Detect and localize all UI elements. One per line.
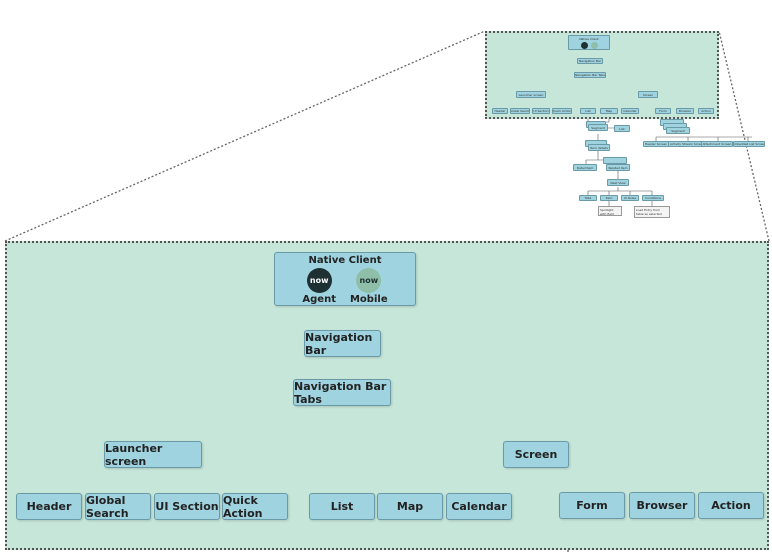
- native-client-title: Native Client: [308, 255, 382, 266]
- form-node: Form: [559, 492, 625, 519]
- agent-logo-icon: now: [306, 268, 332, 293]
- mini-ui-rules: UI Rules: [621, 195, 639, 201]
- mini-detail-item: Detail Item: [573, 164, 597, 171]
- mini-list-2: List: [614, 125, 630, 132]
- mini-tabs: Tabs: [579, 195, 597, 201]
- mini-quick-action: Quick Action: [552, 108, 572, 114]
- mini-screen: Screen: [638, 91, 658, 98]
- mini-list: List: [580, 108, 596, 114]
- mini-launcher-screen: Launcher screen: [516, 91, 546, 98]
- agent-label: Agent: [302, 294, 336, 305]
- mini-next-view: Next View: [607, 179, 629, 186]
- screen-node: Screen: [503, 441, 569, 468]
- mobile-logo-icon: now: [356, 268, 382, 293]
- mini-note-load-entry: Load Entry from table w/ selected fields…: [634, 206, 670, 218]
- native-client-node: Native Client now Agent now Mobile: [274, 252, 416, 306]
- mini-note-spotlight: Spotlight with field mapping: [598, 206, 622, 216]
- mini-item-details: Item details: [588, 144, 610, 151]
- mini-native-client: Native Client: [568, 35, 610, 50]
- mini-navigation-bar-tabs: Navigation Bar Tabs: [574, 72, 606, 78]
- navigation-bar-node: Navigation Bar: [304, 330, 381, 357]
- mini-header: Header: [492, 108, 508, 114]
- mini-embedded-list-screen: Embedded List Screen: [733, 141, 765, 147]
- navigation-bar-tabs-node: Navigation Bar Tabs: [293, 379, 391, 406]
- mini-item: Item: [600, 195, 618, 201]
- mini-related-item-back: [603, 157, 627, 164]
- mini-attachment-screen: Attachment Screen: [701, 141, 733, 147]
- mini-global-search: Global Search: [510, 108, 530, 114]
- mini-form: Form: [655, 108, 671, 114]
- mini-segment: Segment: [588, 124, 608, 131]
- mobile-label: Mobile: [349, 294, 388, 305]
- mini-browser: Browser: [676, 108, 694, 114]
- map-node: Map: [377, 493, 443, 520]
- mini-map: Map: [600, 108, 618, 114]
- list-node: List: [309, 493, 375, 520]
- quick-action-node: Quick Action: [222, 493, 288, 520]
- header-node: Header: [16, 493, 82, 520]
- mini-header-screen: Header Screen: [643, 141, 669, 147]
- launcher-screen-node: Launcher screen: [104, 441, 202, 468]
- mini-calendar: Calendar: [621, 108, 639, 114]
- mini-agent-logo-icon: [580, 41, 588, 49]
- browser-node: Browser: [629, 492, 695, 519]
- mini-native-client-title: Native Client: [579, 36, 599, 41]
- mini-navigation-bar: Navigation Bar: [577, 58, 603, 64]
- calendar-node: Calendar: [446, 493, 512, 520]
- mini-conditions: Conditions: [642, 195, 664, 201]
- agent-logo-text: now: [309, 276, 329, 285]
- global-search-node: Global Search: [85, 493, 151, 520]
- mobile-logo-text: now: [359, 276, 379, 285]
- mini-mobile-logo-icon: [590, 41, 598, 49]
- action-node: Action: [698, 492, 764, 519]
- mini-segment-right: Segment: [666, 127, 690, 134]
- mini-ui-section: UI Section: [532, 108, 550, 114]
- ui-section-node: UI Section: [154, 493, 220, 520]
- mini-related-item: Related item: [606, 164, 630, 171]
- mini-action: Action: [698, 108, 714, 114]
